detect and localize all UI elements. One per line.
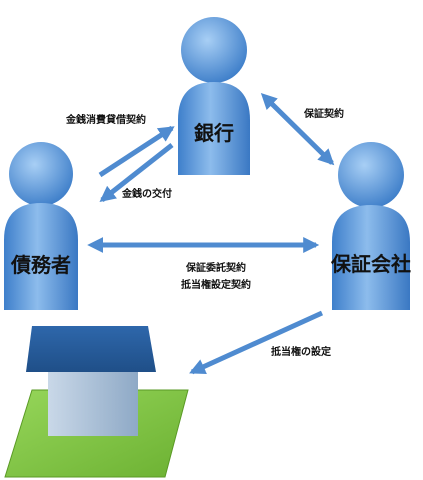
mortgage-setting-contract-label: 抵当権設定契約 [181, 278, 251, 291]
bank-head [181, 17, 247, 83]
money-delivery-arrow [99, 143, 174, 202]
bank-person-figure: 銀行 [178, 17, 250, 175]
bank-body [178, 82, 250, 175]
guarantor-person-figure: 保証会社 [330, 142, 411, 310]
mortgage-setting-label: 抵当権の設定 [271, 345, 331, 358]
guarantee-contract-arrow [260, 93, 335, 166]
guarantee-entrustment-label: 保証委託契約 [185, 261, 246, 274]
guarantor-head [338, 142, 404, 208]
debtor-label: 債務者 [10, 253, 71, 277]
loan-contract-label: 金銭消費貸借契約 [65, 113, 146, 126]
house-on-land-illustration [4, 326, 189, 478]
guarantor-label: 保証会社 [330, 252, 411, 276]
bank-label: 銀行 [194, 121, 234, 145]
house-roof [26, 326, 156, 372]
debtor-body [4, 203, 78, 310]
debtor-person-figure: 債務者 [4, 142, 78, 310]
guarantor-body [332, 205, 410, 310]
mortgage-setting-arrow [189, 310, 324, 375]
loan-contract-arrow [98, 125, 175, 178]
guarantee-contract-label: 保証契約 [303, 107, 344, 120]
money-delivery-label: 金銭の交付 [121, 187, 172, 200]
debtor-head [9, 142, 73, 206]
